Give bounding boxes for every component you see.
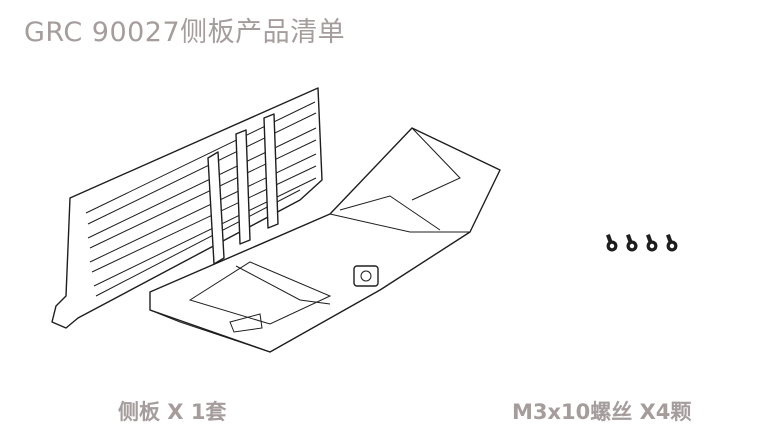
side-panel-image xyxy=(51,87,323,329)
floor-plate-image xyxy=(149,127,501,353)
page-title: GRC 90027侧板产品清单 xyxy=(24,17,346,48)
side-panel-caption: 侧板 X 1套 xyxy=(118,400,227,424)
screws-caption: M3x10螺丝 X4颗 xyxy=(512,400,692,424)
screws-image xyxy=(606,234,678,252)
